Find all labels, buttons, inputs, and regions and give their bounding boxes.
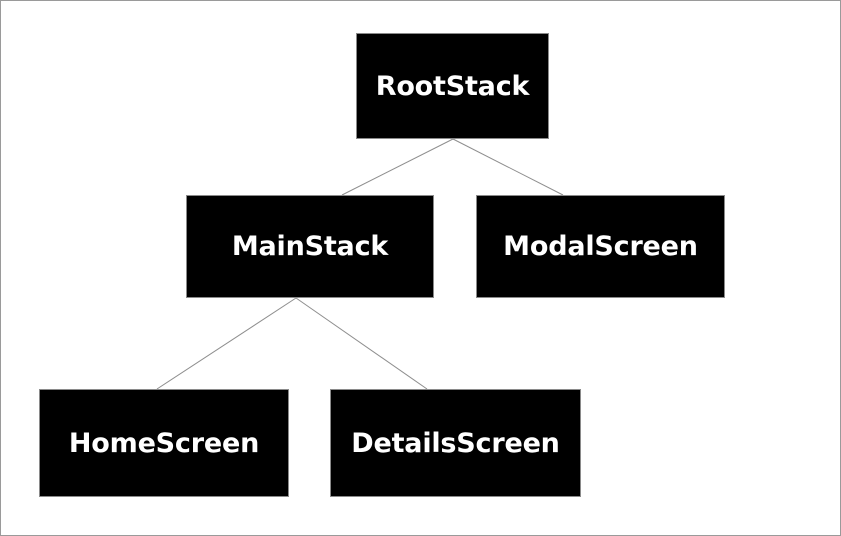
node-rootstack-label: RootStack <box>375 70 530 102</box>
node-homescreen[interactable]: HomeScreen <box>39 389 289 497</box>
node-homescreen-label: HomeScreen <box>68 427 260 459</box>
node-rootstack[interactable]: RootStack <box>356 33 549 139</box>
node-modalscreen-label: ModalScreen <box>503 231 698 262</box>
node-modalscreen[interactable]: ModalScreen <box>476 195 725 298</box>
node-detailsscreen-label: DetailsScreen <box>351 427 560 459</box>
edge-mainstack-to-homescreen <box>156 297 297 390</box>
node-detailsscreen[interactable]: DetailsScreen <box>330 389 581 497</box>
node-mainstack-label: MainStack <box>231 231 389 262</box>
edge-rootstack-to-modalscreen <box>452 138 564 196</box>
node-mainstack[interactable]: MainStack <box>186 195 434 298</box>
edge-rootstack-to-mainstack <box>341 138 454 196</box>
edge-mainstack-to-detailsscreen <box>295 297 428 390</box>
